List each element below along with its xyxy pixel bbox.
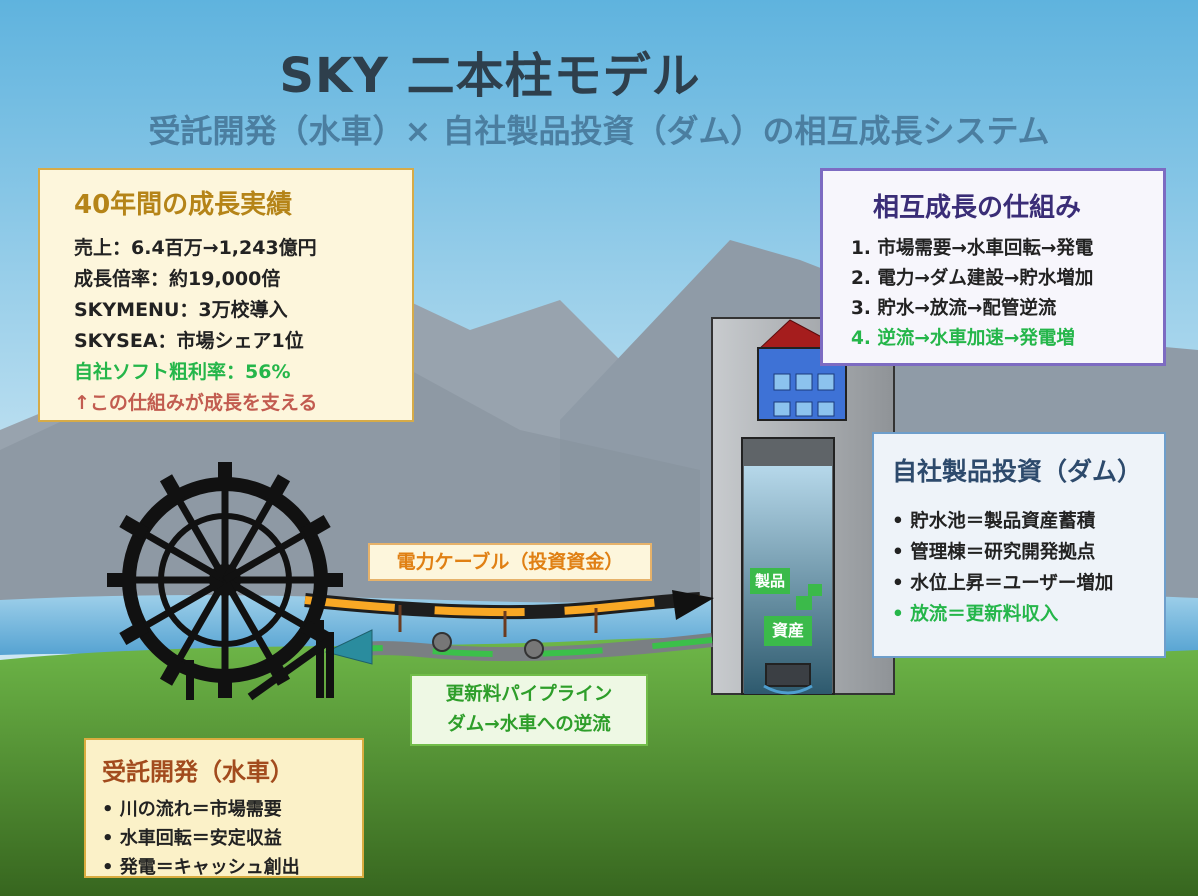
power-cable-arrowhead xyxy=(672,590,714,620)
growth-record-panel: 40年間の成長実績 売上：6.4百万→1,243億円 成長倍率：約19,000倍… xyxy=(38,168,414,422)
wheel-paddle xyxy=(107,573,133,587)
power-cable-label: 電力ケーブル（投資資金） xyxy=(368,543,652,581)
pipeline-valve-b xyxy=(524,639,544,659)
pipeline-flow xyxy=(349,637,713,658)
contract-list: • 川の流れ＝市場需要 • 水車回転＝安定収益 • 発電＝キャッシュ創出 xyxy=(102,795,362,882)
wheel-paddle xyxy=(119,514,149,541)
dam-badge-asset: 資産 xyxy=(764,616,812,646)
mechanism-panel-title: 相互成長の仕組み xyxy=(873,193,1082,223)
contract-development-panel: 受託開発（水車） • 川の流れ＝市場需要 • 水車回転＝安定収益 • 発電＝キャ… xyxy=(84,738,364,878)
growth-item-multiple: 成長倍率：約19,000倍 xyxy=(74,268,281,290)
growth-item-margin: 自社ソフト粗利率：56% xyxy=(74,361,291,383)
block-small-b xyxy=(796,596,812,610)
contract-panel-title: 受託開発（水車） xyxy=(102,758,294,786)
wheel-spoke xyxy=(223,530,307,584)
building-windows xyxy=(773,373,835,417)
wheel-paddle xyxy=(218,462,232,488)
growth-item-note: ↑この仕組みが成長を支える xyxy=(74,392,318,414)
water-wheel xyxy=(107,462,343,698)
wheel-paddle xyxy=(264,474,291,504)
wheel-spoke xyxy=(175,498,229,582)
product-item-building: • 管理棟＝研究開発拠点 xyxy=(892,542,1096,563)
pipeline-label-line1: 更新料パイプライン xyxy=(445,684,613,705)
growth-item-revenue: 売上：6.4百万→1,243億円 xyxy=(74,237,317,259)
pipeline-label: 更新料パイプライン ダム→水車への逆流 xyxy=(410,674,648,746)
product-item-discharge: • 放流＝更新料収入 xyxy=(892,604,1059,625)
product-investment-panel: 自社製品投資（ダム） • 貯水池＝製品資産蓄積 • 管理棟＝研究開発拠点 • 水… xyxy=(872,432,1166,658)
outflow-gate xyxy=(765,663,811,687)
mechanism-step-4: 4. 逆流→水車加速→発電増 xyxy=(851,328,1075,349)
growth-list: 売上：6.4百万→1,243億円 成長倍率：約19,000倍 SKYMENU：3… xyxy=(74,233,412,419)
wheel-paddle xyxy=(218,672,232,698)
wheel-spoke xyxy=(221,498,275,582)
mechanism-list: 1. 市場需要→水車回転→発電 2. 電力→ダム建設→貯水増加 3. 貯水→放流… xyxy=(851,234,1163,354)
cable-poles xyxy=(398,605,598,637)
mechanism-step-2: 2. 電力→ダム建設→貯水増加 xyxy=(851,268,1094,289)
wheel-stand xyxy=(186,620,334,701)
block-small-a xyxy=(808,584,822,596)
power-cable xyxy=(304,595,701,617)
wheel-paddle xyxy=(317,573,343,587)
wheel-paddle xyxy=(119,619,149,646)
pipeline-arrowhead xyxy=(324,629,373,665)
growth-item-skymenu: SKYMENU：3万校導入 xyxy=(74,299,288,321)
page-subtitle: 受託開発（水車）× 自社製品投資（ダム）の相互成長システム xyxy=(148,112,1050,150)
mechanism-step-3: 3. 貯水→放流→配管逆流 xyxy=(851,298,1057,319)
pipeline-label-line2: ダム→水車への逆流 xyxy=(447,714,611,735)
product-list: • 貯水池＝製品資産蓄積 • 管理棟＝研究開発拠点 • 水位上昇＝ユーザー増加 … xyxy=(892,506,1164,630)
growth-panel-title: 40年間の成長実績 xyxy=(74,190,293,220)
outflow-arc xyxy=(763,684,813,695)
wheel-spoke xyxy=(221,578,275,662)
wheel-spoke xyxy=(223,576,307,630)
wheel-paddle xyxy=(159,474,186,504)
mechanism-panel: 相互成長の仕組み 1. 市場需要→水車回転→発電 2. 電力→ダム建設→貯水増加… xyxy=(820,168,1166,366)
wheel-paddle xyxy=(159,656,186,686)
mechanism-step-1: 1. 市場需要→水車回転→発電 xyxy=(851,238,1094,259)
product-panel-title: 自社製品投資（ダム） xyxy=(892,457,1143,486)
product-item-reservoir: • 貯水池＝製品資産蓄積 xyxy=(892,511,1096,532)
product-item-water-level: • 水位上昇＝ユーザー増加 xyxy=(892,573,1114,594)
page-title: SKY 二本柱モデル xyxy=(279,48,701,104)
wheel-spoke xyxy=(143,530,227,584)
wheel-spoke xyxy=(143,576,227,630)
contract-item-power: • 発電＝キャッシュ創出 xyxy=(102,857,300,878)
growth-item-skysea: SKYSEA：市場シェア1位 xyxy=(74,330,304,352)
pipeline-valve-a xyxy=(432,632,452,652)
contract-item-wheel: • 水車回転＝安定収益 xyxy=(102,828,282,849)
dam-badge-product: 製品 xyxy=(750,568,790,594)
wheel-paddle xyxy=(301,514,331,541)
wheel-paddle xyxy=(264,656,291,686)
wheel-spoke xyxy=(175,578,229,662)
contract-item-river: • 川の流れ＝市場需要 xyxy=(102,799,282,820)
